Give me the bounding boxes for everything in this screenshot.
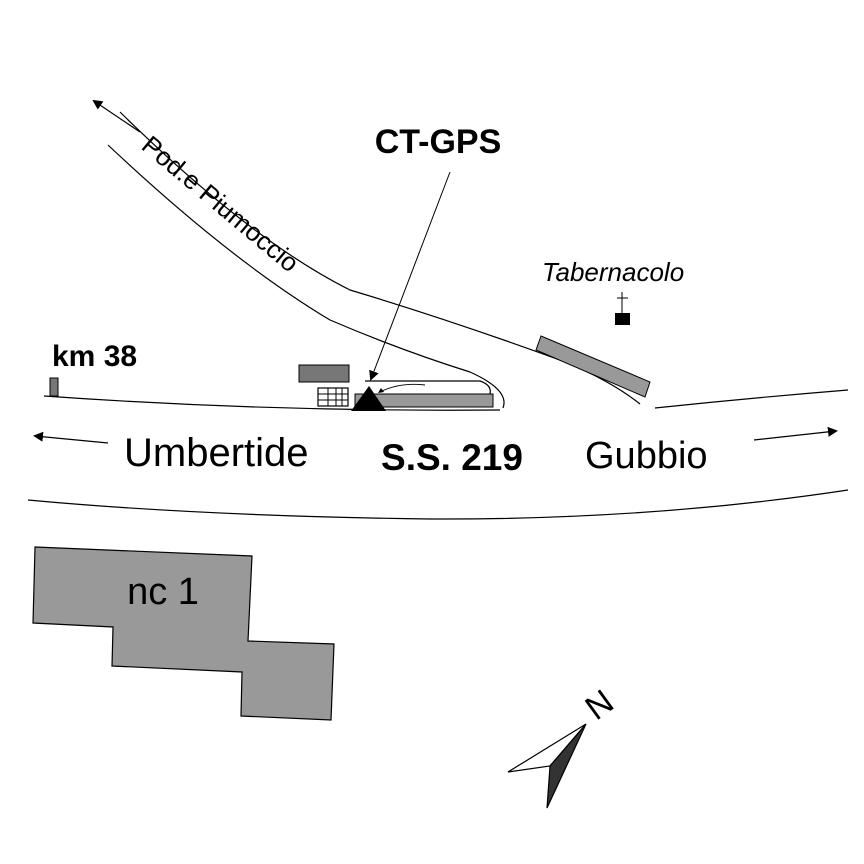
small-arrow-icon — [379, 383, 426, 393]
arrow-to-umbertide — [33, 431, 109, 444]
parcel-area — [32, 546, 335, 721]
grid-building-icon — [317, 387, 349, 407]
north-label: N — [578, 683, 620, 728]
map-title: CT-GPS — [375, 123, 502, 161]
chapel-label: Tabernacolo — [542, 257, 684, 287]
side-road-label: Pod.e Piumoccio — [136, 130, 305, 278]
east-town-label: Gubbio — [585, 435, 708, 477]
km-marker-post — [49, 377, 59, 397]
kilometer-label: km 38 — [52, 340, 137, 373]
building-long — [354, 393, 494, 408]
cross-marker-icon — [615, 292, 630, 325]
access-path — [365, 380, 491, 395]
west-town-label: Umbertide — [124, 431, 309, 475]
building-small-dark — [298, 364, 350, 383]
arrow-to-piumoccio — [92, 99, 141, 133]
north-arrow-icon — [507, 723, 587, 809]
main-road — [27, 389, 849, 520]
pointer-line — [369, 171, 451, 381]
parcel-label: nc 1 — [127, 571, 199, 613]
triangle-marker-icon — [351, 386, 386, 411]
arrow-to-gubbio — [753, 426, 838, 441]
building-roadside — [535, 335, 651, 398]
road-name-label: S.S. 219 — [381, 437, 523, 478]
